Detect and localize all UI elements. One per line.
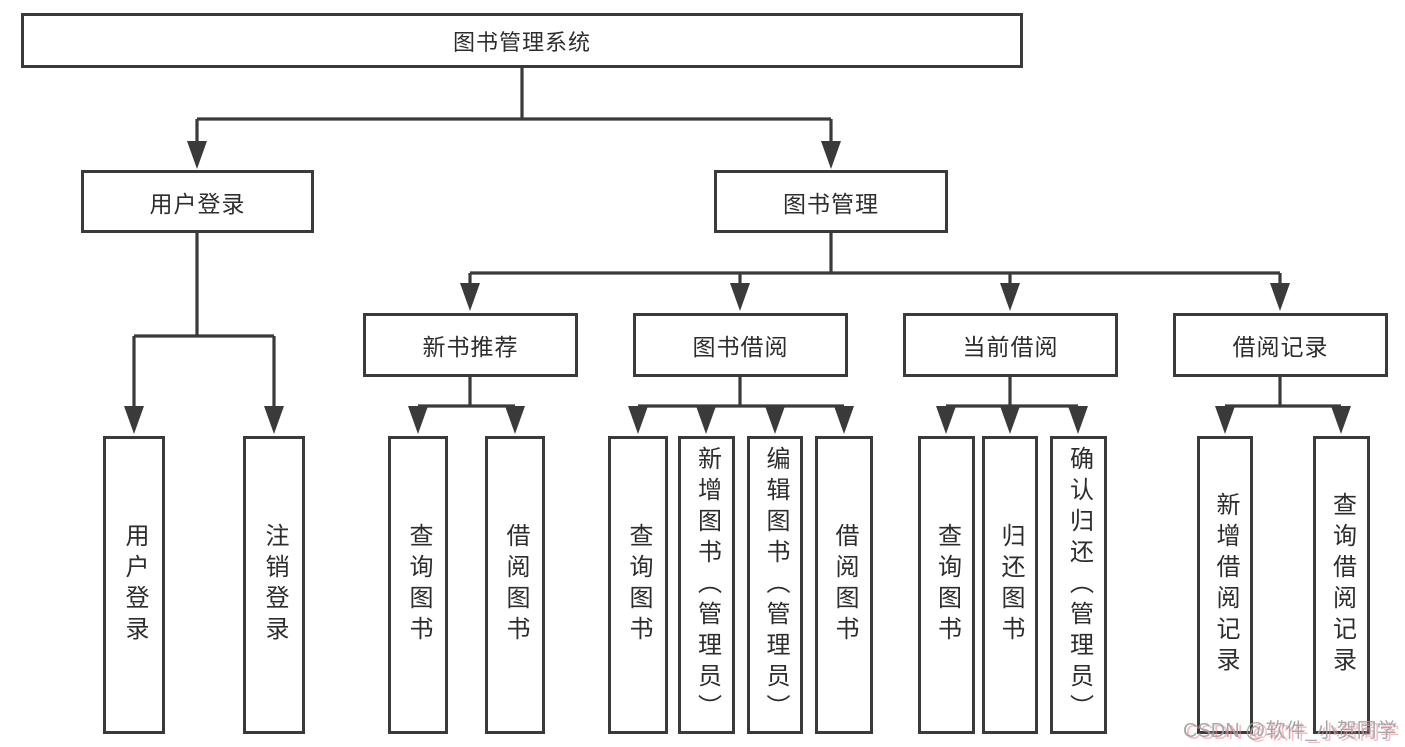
leaf-add-borrow-record-label: 新增借阅记录 (1212, 492, 1239, 678)
leaf-edit-book-admin-label: 编辑图书（管理员） (762, 445, 789, 725)
leaf-query-borrow-record: 查询借阅记录 (1313, 436, 1370, 734)
node-new-book-recommend: 新书推荐 (363, 313, 578, 377)
leaf-query-books-borrowing: 查询图书 (608, 436, 668, 734)
leaf-user-login-label: 用户登录 (121, 523, 148, 647)
leaf-confirm-return-admin-label: 确认归还（管理员） (1065, 445, 1093, 725)
node-user-login-label: 用户登录 (149, 190, 246, 217)
node-borrowing-records: 借阅记录 (1173, 313, 1388, 377)
leaf-borrow-books-recommend-label: 借阅图书 (502, 523, 529, 647)
arrowheads (124, 141, 1351, 434)
leaf-logout-label: 注销登录 (261, 523, 288, 647)
node-borrowing-records-label: 借阅记录 (1232, 334, 1329, 360)
node-new-book-recommend-label: 新书推荐 (422, 334, 519, 360)
leaf-query-borrow-record-label: 查询借阅记录 (1328, 492, 1356, 678)
node-book-borrowing-label: 图书借阅 (692, 334, 789, 360)
leaf-query-books-borrowing-label: 查询图书 (625, 523, 652, 647)
leaf-borrow-books-borrowing: 借阅图书 (815, 436, 873, 734)
node-book-management: 图书管理 (714, 170, 948, 233)
leaf-user-login: 用户登录 (103, 436, 165, 734)
leaf-add-book-admin-label: 新增图书（管理员） (693, 445, 721, 725)
leaf-return-book-label: 归还图书 (997, 523, 1024, 647)
leaf-borrow-books-borrowing-label: 借阅图书 (831, 523, 858, 647)
node-user-login: 用户登录 (81, 170, 314, 233)
leaf-add-borrow-record: 新增借阅记录 (1197, 436, 1253, 734)
leaf-query-books-recommend: 查询图书 (388, 436, 448, 734)
leaf-query-books-recommend-label: 查询图书 (405, 523, 432, 647)
node-current-borrowing: 当前借阅 (903, 313, 1118, 377)
leaf-query-books-current-label: 查询图书 (933, 523, 961, 647)
leaf-logout: 注销登录 (243, 436, 305, 734)
node-root-label: 图书管理系统 (452, 29, 591, 55)
node-book-borrowing: 图书借阅 (633, 313, 848, 377)
leaf-add-book-admin: 新增图书（管理员） (678, 436, 735, 734)
leaf-borrow-books-recommend: 借阅图书 (485, 436, 545, 734)
node-root: 图书管理系统 (21, 13, 1023, 68)
node-current-borrowing-label: 当前借阅 (962, 334, 1059, 360)
leaf-edit-book-admin: 编辑图书（管理员） (747, 436, 803, 734)
leaf-query-books-current: 查询图书 (918, 436, 975, 734)
leaf-confirm-return-admin: 确认归还（管理员） (1050, 436, 1107, 734)
csdn-watermark: CSDN @软件_小贺同学 (1183, 720, 1397, 742)
leaf-return-book: 归还图书 (982, 436, 1038, 734)
node-book-management-label: 图书管理 (783, 190, 879, 217)
